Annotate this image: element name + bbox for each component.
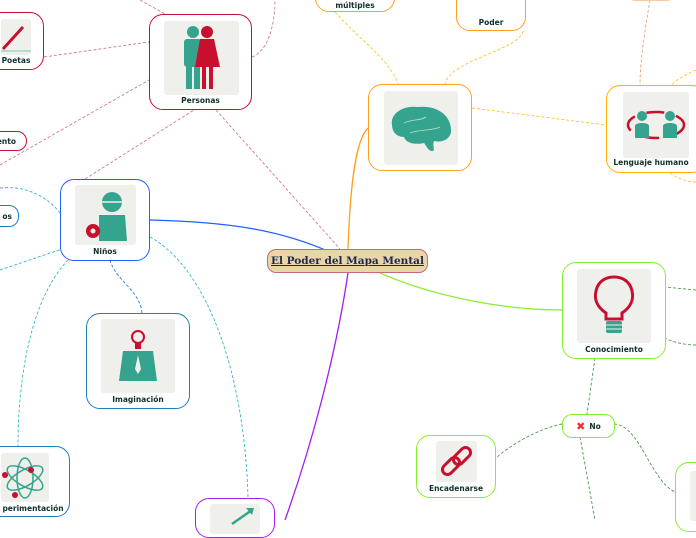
node-bottom-right-partial[interactable] — [675, 462, 696, 532]
link-brain-lenguaje — [471, 107, 607, 126]
node-experimentacion[interactable]: perimentación — [0, 446, 70, 517]
link-ninos-left — [0, 187, 61, 214]
link-personas-top2 — [139, 0, 166, 15]
link-cono-right1 — [664, 286, 696, 291]
node-label: ento — [0, 136, 16, 146]
brain-icon — [384, 91, 458, 165]
link-lenguaje-top — [639, 0, 651, 86]
node-label: Lenguaje humano — [613, 158, 689, 167]
link-ninos-bottom — [149, 236, 249, 499]
branch-conocimiento — [379, 272, 563, 311]
link-ninos-exp — [17, 259, 69, 447]
link-personas-poetas — [43, 41, 150, 58]
node-no[interactable]: ✖ No — [562, 414, 615, 438]
node-label: os — [2, 211, 12, 221]
link-no-encadenarse — [495, 423, 563, 459]
node-poder[interactable]: Poder — [456, 0, 526, 31]
x-icon: ✖ — [576, 419, 586, 433]
child-gear-icon — [75, 185, 136, 245]
node-multiples[interactable]: múltiples — [315, 0, 395, 12]
connector-layer — [0, 0, 696, 520]
node-label: Personas — [181, 96, 220, 105]
node-encadenarse[interactable]: Encadenarse — [416, 435, 496, 498]
link-personas-central — [215, 109, 341, 250]
link-poder-brain — [444, 30, 524, 85]
atom-icon — [1, 453, 49, 502]
pen-icon — [1, 19, 31, 55]
node-label: No — [589, 421, 601, 431]
link-personas-left — [0, 79, 150, 166]
link-personas-ninos — [84, 109, 195, 180]
node-personas[interactable]: Personas — [149, 14, 252, 110]
node-brain[interactable] — [368, 84, 472, 171]
node-label: Encadenarse — [428, 484, 484, 493]
node-label: Imaginación — [112, 395, 164, 404]
branch-brain — [347, 127, 369, 250]
growth-arrow-icon — [210, 504, 260, 534]
link-multiples-brain — [334, 11, 399, 85]
node-label: Poder — [478, 18, 504, 27]
central-topic[interactable]: El Poder del Mapa Mental — [267, 249, 428, 273]
node-poetas[interactable]: Poetas — [0, 12, 44, 70]
node-conocimiento[interactable]: Conocimiento — [562, 262, 666, 359]
link-no-right — [613, 423, 676, 493]
node-growth[interactable] — [195, 498, 275, 538]
link-cono-right2 — [664, 337, 696, 346]
link-ninos-imag — [109, 259, 143, 314]
link-cono-no — [586, 357, 596, 415]
node-label: múltiples — [335, 1, 375, 10]
people-icon — [164, 21, 239, 95]
idea-person-icon — [101, 319, 175, 393]
node-label: Poetas — [1, 56, 31, 65]
node-ninos[interactable]: Niños — [60, 179, 150, 261]
conversation-icon — [623, 92, 689, 158]
node-lenguaje-humano[interactable]: Lenguaje humano — [606, 85, 696, 173]
node-label: Conocimiento — [585, 345, 643, 354]
branch-purple — [284, 272, 349, 520]
partial-icon — [690, 471, 696, 521]
node-label: Niños — [93, 247, 117, 256]
node-left-partial[interactable]: os — [0, 205, 19, 227]
lightbulb-icon — [577, 269, 651, 343]
node-label: perimentación — [2, 504, 64, 513]
link-lenguaje-right — [671, 69, 696, 86]
chain-link-icon — [436, 441, 477, 482]
link-no-bottom — [579, 436, 596, 520]
link-personas-top — [251, 0, 276, 58]
branch-ninos — [149, 219, 331, 253]
node-pensamiento[interactable]: ento — [0, 131, 27, 151]
link-ninos-left2 — [0, 247, 66, 271]
link-lenguaje-bottom — [669, 172, 696, 183]
node-imaginacion[interactable]: Imaginación — [86, 313, 190, 409]
